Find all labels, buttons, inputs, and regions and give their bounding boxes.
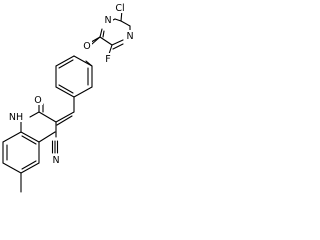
bond <box>114 18 122 22</box>
atom-label-f: F <box>105 54 110 65</box>
atom-labels: Cl N N O F O NH N <box>6 2 135 166</box>
bond <box>73 86 93 98</box>
bond <box>2 162 22 174</box>
bond <box>112 43 124 50</box>
atom-label-n: N <box>126 31 133 42</box>
bond <box>58 59 74 69</box>
structure-diagram: Cl N N O F O NH N <box>2 2 135 193</box>
atom-label-n: N <box>104 15 111 26</box>
bond <box>38 111 57 123</box>
bond <box>20 131 40 143</box>
bond <box>55 111 75 123</box>
dimethylphenyl-ring <box>2 121 56 193</box>
methyl-bond <box>38 131 56 143</box>
bond <box>120 20 131 27</box>
atom-label-o: O <box>34 95 41 106</box>
bond <box>73 55 93 67</box>
bond <box>20 162 40 174</box>
bond <box>2 131 22 143</box>
phenyl-ring <box>55 55 93 98</box>
bond <box>58 84 74 94</box>
atom-label-n: N <box>52 155 59 166</box>
acrylamide-chain <box>29 96 75 154</box>
bond <box>55 55 75 67</box>
bond <box>21 160 37 170</box>
atom-label-nh: NH <box>9 112 23 123</box>
bond <box>55 86 75 98</box>
bond <box>29 111 40 118</box>
bond <box>102 30 105 38</box>
bond <box>99 36 113 46</box>
bond <box>99 28 103 38</box>
bond <box>56 115 73 126</box>
atom-label-o: O <box>83 41 90 52</box>
atom-label-cl: Cl <box>115 3 124 14</box>
bond <box>91 36 101 45</box>
bond <box>111 39 124 46</box>
bond <box>21 135 37 145</box>
bond <box>108 44 113 55</box>
